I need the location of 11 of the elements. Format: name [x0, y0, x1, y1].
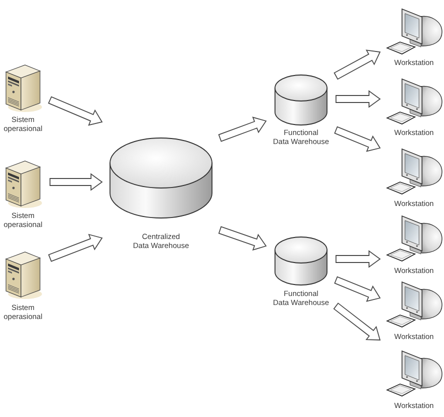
block-arrow — [50, 173, 103, 191]
block-arrow — [336, 90, 381, 108]
block-arrow — [334, 126, 381, 152]
block-arrow — [334, 50, 381, 80]
block-arrow — [333, 302, 381, 340]
block-arrow — [218, 226, 267, 251]
block-arrow — [334, 276, 381, 302]
block-arrow — [336, 250, 381, 268]
block-arrow — [48, 96, 103, 126]
block-arrow — [48, 234, 103, 262]
block-arrow — [218, 116, 267, 142]
